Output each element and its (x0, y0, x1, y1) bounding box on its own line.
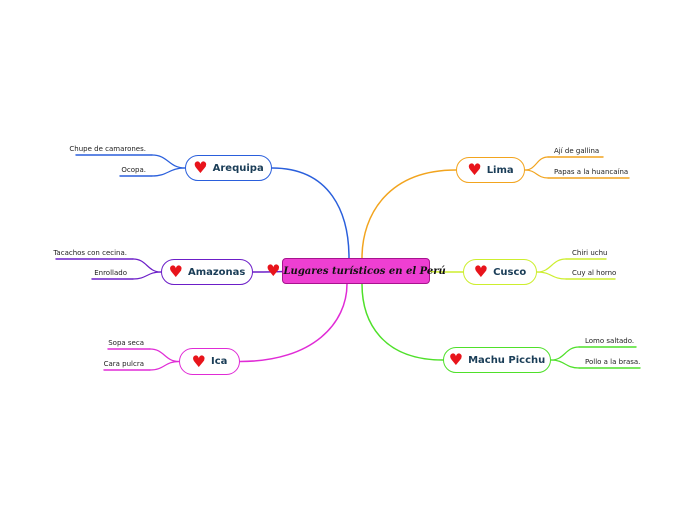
leaf-label[interactable]: Cuy al horno (572, 269, 617, 277)
leaf-connector (550, 346, 580, 361)
topic-ica[interactable]: ♥ Ica (179, 348, 240, 375)
topic-amazonas[interactable]: ♥ Amazonas (161, 259, 253, 285)
branch-connector (361, 283, 444, 361)
central-topic-label: Lugares turísticos en el Perú (283, 265, 446, 277)
topic-label: Lima (486, 164, 514, 176)
heart-icon: ♥ (168, 262, 183, 281)
leaf-connector (149, 348, 180, 363)
heart-icon: ♥ (191, 351, 206, 371)
central-topic[interactable]: ♥ Lugares turísticos en el Perú (266, 258, 446, 284)
leaf-label[interactable]: Chiri uchu (572, 249, 608, 257)
topic-cusco[interactable]: ♥ Cusco (463, 259, 537, 285)
leaf-connector (132, 258, 162, 273)
leaf-connector (132, 271, 162, 280)
leaf-connector (536, 258, 567, 273)
topic-arequipa[interactable]: ♥ Arequipa (185, 155, 272, 181)
leaf-connector (536, 271, 567, 280)
topic-machu-picchu[interactable]: ♥ Machu Picchu (443, 347, 551, 373)
topic-label: Ica (210, 356, 228, 367)
heart-icon: ♥ (473, 262, 489, 281)
branch-connector (271, 167, 350, 259)
leaf-connector (149, 360, 180, 371)
leaf-label[interactable]: Chupe de camarones. (69, 145, 146, 153)
leaf-connector (524, 156, 549, 171)
leaf-connector (550, 359, 580, 369)
leaf-label[interactable]: Pollo a la brasa. (585, 358, 641, 366)
leaf-connector (151, 167, 186, 177)
branch-connector (361, 169, 457, 259)
leaf-label[interactable]: Ocopa. (121, 166, 146, 174)
leaf-label[interactable]: Tacachos con cecina. (53, 249, 127, 257)
leaf-label[interactable]: Sopa seca (108, 339, 144, 347)
topic-lima[interactable]: ♥ Lima (456, 157, 525, 183)
heart-icon: ♥ (193, 158, 208, 177)
topic-label: Machu Picchu (468, 354, 546, 366)
topic-label: Amazonas (187, 266, 246, 278)
topic-label: Cusco (493, 266, 527, 278)
heart-icon: ♥ (467, 160, 482, 179)
heart-icon: ♥ (266, 261, 281, 280)
leaf-label[interactable]: Ají de gallina (554, 147, 600, 155)
leaf-label[interactable]: Lomo saltado. (585, 337, 635, 345)
branch-connector (239, 283, 348, 363)
leaf-label[interactable]: Enrollado (94, 269, 127, 277)
heart-icon: ♥ (448, 350, 464, 369)
leaf-connector (151, 154, 186, 169)
leaf-label[interactable]: Cara pulcra (103, 360, 144, 368)
leaf-connector (524, 169, 549, 179)
leaf-label[interactable]: Papas a la huancaína (554, 168, 629, 176)
topic-label: Arequipa (212, 162, 264, 174)
